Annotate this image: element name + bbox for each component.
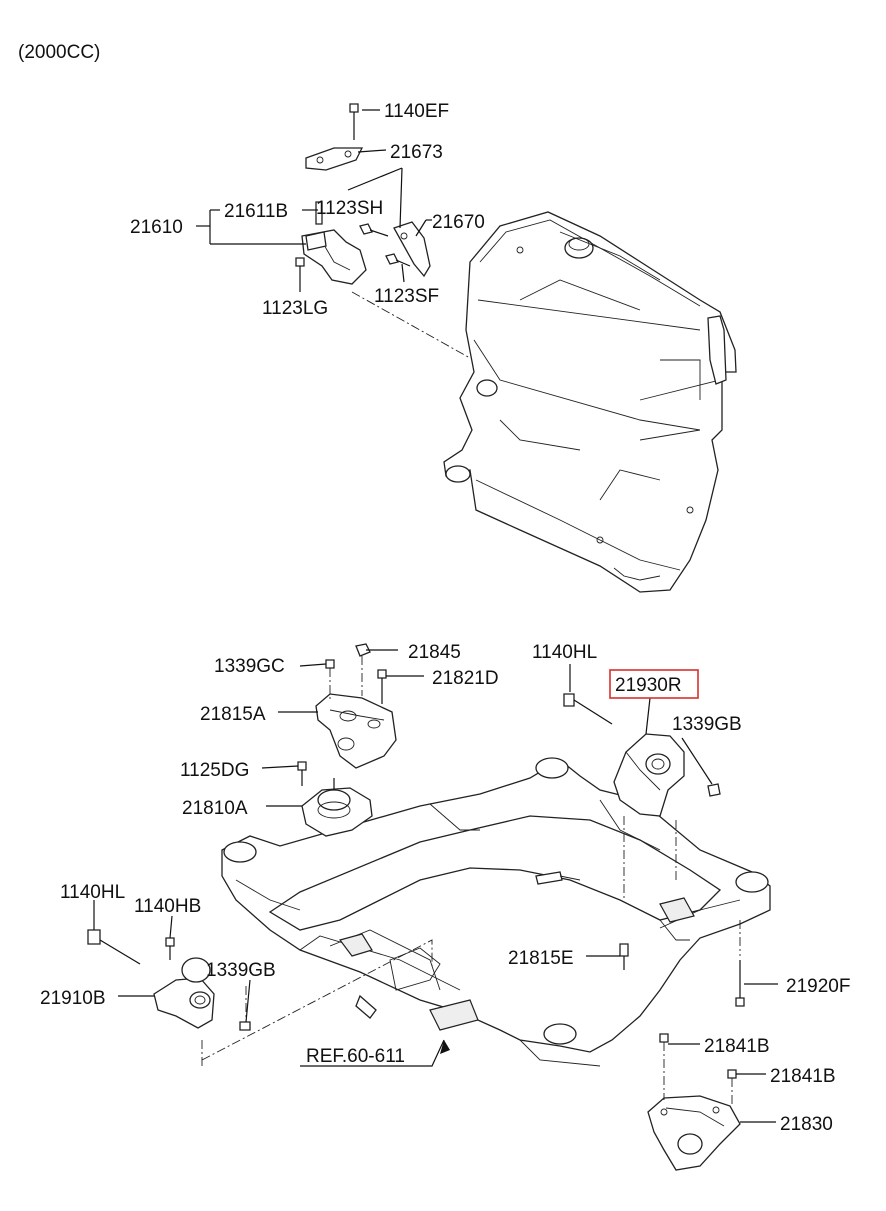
label-1125DG[interactable]: 1125DG xyxy=(180,760,249,781)
label-21821D[interactable]: 21821D xyxy=(432,668,499,689)
label-1123SF[interactable]: 1123SF xyxy=(374,286,439,307)
label-1123LG[interactable]: 1123LG xyxy=(262,298,328,319)
label-21841B-upper[interactable]: 21841B xyxy=(704,1036,770,1057)
lower-leaders xyxy=(93,649,778,1123)
label-21810A[interactable]: 21810A xyxy=(182,798,248,819)
label-21673[interactable]: 21673 xyxy=(390,142,443,163)
left-mount-dash xyxy=(201,939,433,1061)
front-subframe xyxy=(221,757,771,1067)
label-21815E[interactable]: 21815E xyxy=(508,948,574,969)
label-1140EF[interactable]: 1140EF xyxy=(384,101,449,122)
label-21611B[interactable]: 21611B xyxy=(224,201,288,222)
label-1123SH[interactable]: 1123SH xyxy=(316,198,383,219)
label-21815A[interactable]: 21815A xyxy=(200,704,266,725)
label-1140HL-top[interactable]: 1140HL xyxy=(532,642,597,663)
engine-spec-label: (2000CC) xyxy=(18,42,100,63)
lower-bolts xyxy=(619,920,745,1007)
label-21830[interactable]: 21830 xyxy=(780,1114,833,1135)
label-21910B[interactable]: 21910B xyxy=(40,988,106,1009)
label-21930R[interactable]: 21930R xyxy=(615,675,682,696)
label-1140HL-left[interactable]: 1140HL xyxy=(60,882,125,903)
top-leaders xyxy=(196,109,432,292)
label-21670[interactable]: 21670 xyxy=(432,212,485,233)
label-1140HB[interactable]: 1140HB xyxy=(134,896,201,917)
bracket-to-engine-leader xyxy=(351,291,471,359)
label-21610[interactable]: 21610 xyxy=(130,217,183,238)
label-1339GB-right[interactable]: 1339GB xyxy=(672,714,742,735)
mount-21815A xyxy=(315,643,397,769)
label-21920F[interactable]: 21920F xyxy=(786,976,850,997)
engine-bracket-assembly xyxy=(295,103,431,285)
label-ref-60-611[interactable]: REF.60-611 xyxy=(306,1046,405,1067)
highlight-box-21930R xyxy=(609,669,699,699)
mount-21810A xyxy=(297,761,373,837)
label-21845[interactable]: 21845 xyxy=(408,642,461,663)
label-1339GC[interactable]: 1339GC xyxy=(214,656,285,677)
engine-block xyxy=(443,211,737,593)
mount-21930R xyxy=(563,693,721,900)
mount-21830 xyxy=(647,1033,741,1171)
mount-21910B xyxy=(87,929,251,1031)
label-1339GB-left[interactable]: 1339GB xyxy=(206,960,276,981)
label-21841B-lower[interactable]: 21841B xyxy=(770,1066,836,1087)
